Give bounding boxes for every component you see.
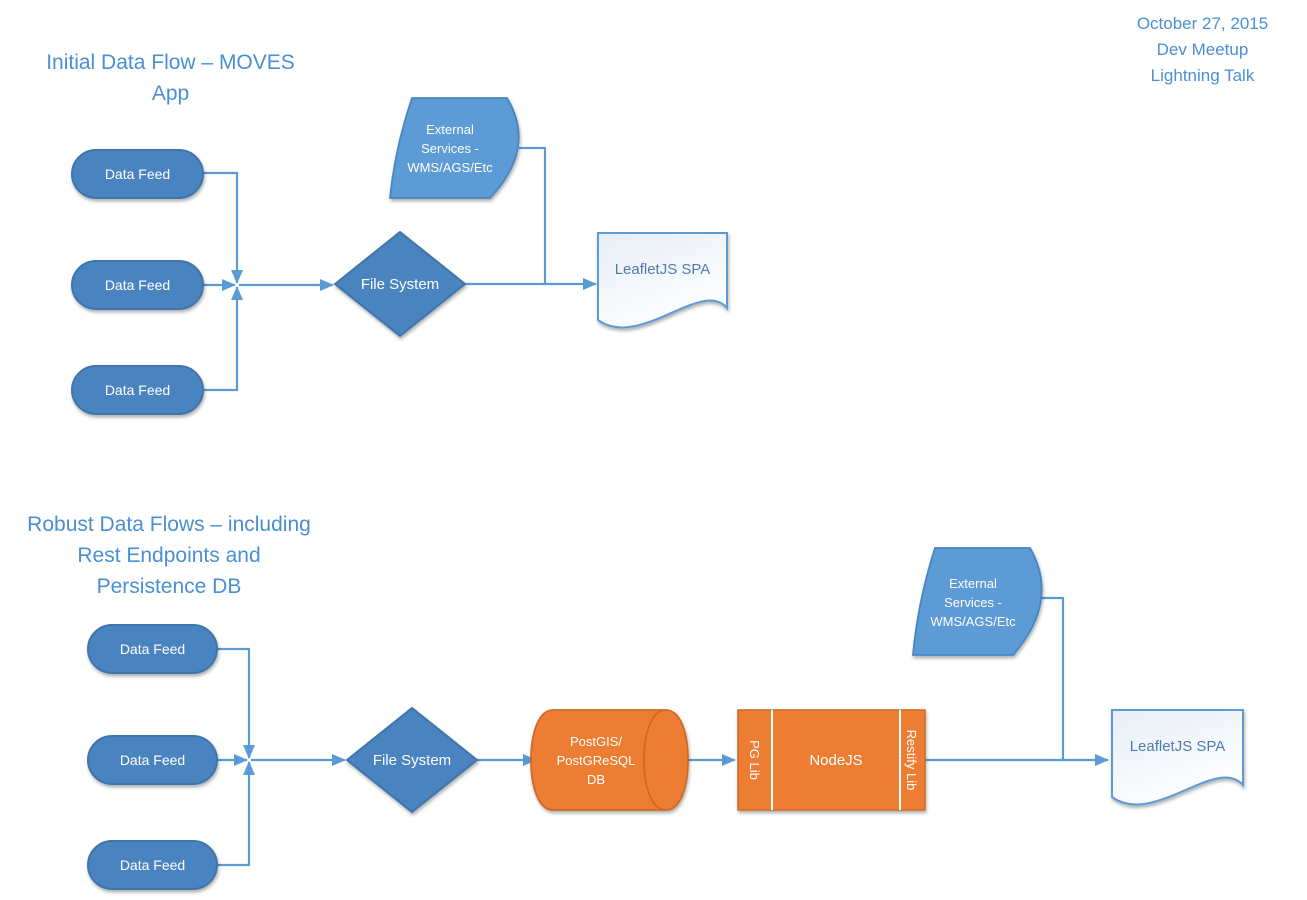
connector-external-to-spa: [1038, 596, 1065, 760]
flow1-external-services-shape: [389, 97, 520, 199]
flow1-data-feed-2-shape: [71, 260, 204, 310]
connector-feed3-to-junction: [203, 286, 243, 392]
flow1-leafletjs-spa-document: [597, 232, 728, 329]
flow1-connectors: [203, 146, 597, 392]
connector-feed1-to-junction: [203, 171, 243, 284]
flow2-connectors: [217, 596, 1109, 867]
flow2-database-cylinder: [530, 709, 689, 811]
flow2-database-cylinder-cap-arc: [643, 709, 667, 811]
connector-feed3-to-junction: [217, 761, 255, 867]
flow1-file-system-diamond: [333, 230, 467, 338]
flow2-leafletjs-spa-document: [1111, 709, 1244, 806]
flow2-data-feed-1-shape: [87, 624, 218, 674]
flow1-data-feed-1-shape: [71, 149, 204, 199]
flow2-nodejs-rect: [737, 709, 926, 811]
flow1-data-feed-3-shape: [71, 365, 204, 415]
flow2-file-system-diamond: [345, 706, 479, 814]
flow2-data-feed-3-shape: [87, 840, 218, 890]
flow2-external-services-shape: [912, 547, 1043, 656]
connector-external-to-spa: [519, 146, 547, 284]
connector-feed1-to-junction: [217, 647, 255, 759]
flow2-data-feed-2-shape: [87, 735, 218, 785]
